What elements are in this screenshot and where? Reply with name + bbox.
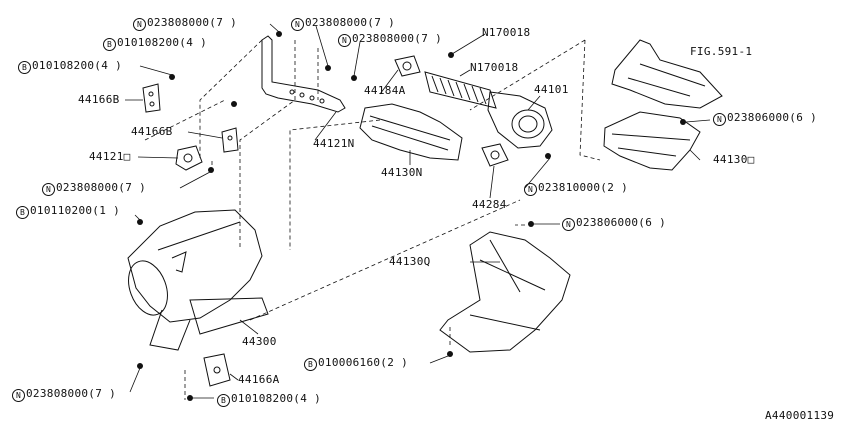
label-44184a: 44184A (364, 84, 406, 97)
converter-44101 (487, 91, 553, 149)
muffler-44300 (127, 209, 269, 351)
label-n170018-b: N170018 (470, 61, 519, 74)
label-44166b-a: 44166B (78, 93, 120, 106)
label-44166b-b: 44166B (131, 125, 173, 138)
heat-shield-44130n (359, 103, 463, 161)
rubber-mount-44121 (175, 145, 203, 171)
flex-pipe (424, 71, 497, 109)
heat-shield-44130q (439, 231, 571, 353)
leader-lines (125, 23, 711, 399)
label-44130n: 44130N (381, 166, 423, 179)
label-44130q: 44130Q (389, 255, 431, 268)
hanger-44166b-middle (221, 127, 239, 153)
heat-shield-44130-right (603, 111, 701, 171)
hanger-44166b-upper (142, 83, 161, 113)
gasket-44284 (481, 143, 509, 167)
bracket-44121n (261, 35, 346, 113)
label-44300: 44300 (242, 335, 277, 348)
label-n170018-a: N170018 (482, 26, 531, 39)
label-44101: 44101 (534, 83, 569, 96)
label-fig-591-1: FIG.591-1 (690, 45, 753, 58)
label-44284: 44284 (472, 198, 507, 211)
gasket-44184a (394, 55, 421, 77)
label-44121n: 44121N (313, 137, 355, 150)
label-44166a: 44166A (238, 373, 280, 386)
drawing-number: A440001139 (765, 409, 835, 422)
hanger-44166a (203, 353, 231, 387)
label-44130d: 44130□ (713, 153, 755, 166)
heat-shield-upper-right (611, 39, 723, 109)
label-44121d: 44121□ (89, 150, 131, 163)
